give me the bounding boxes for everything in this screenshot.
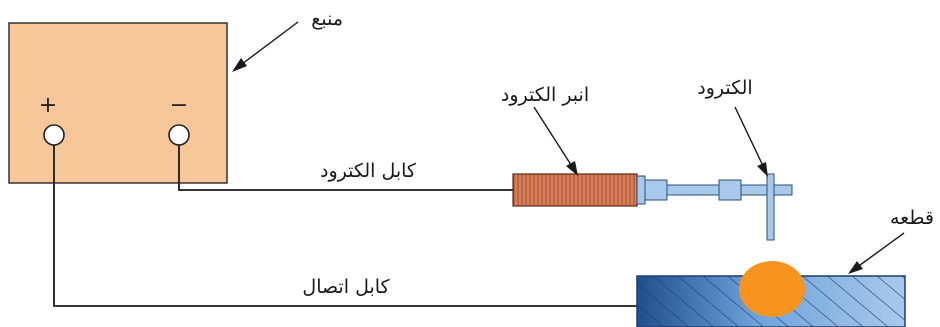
weld-pool [739,261,805,317]
electrode-arrow [734,106,768,177]
electrode-label: الکترود [697,77,752,99]
ground-cable-wire [53,145,637,307]
power-source-box [8,22,228,184]
source-label: منبع [311,8,343,30]
electrode-rod [766,173,775,241]
holder-arrow [533,106,578,176]
electrode-cable-label: کابل الکترود [320,160,417,182]
workpiece-label: قطعه [890,207,934,229]
electrode-holder [512,173,793,207]
positive-terminal [43,124,65,146]
negative-sign: − [170,93,188,118]
positive-sign: + [39,93,57,118]
ground-cable-label: کابل اتصال [302,276,390,298]
negative-terminal [168,124,190,146]
workpiece-arrow [848,232,905,274]
source-arrow [232,21,299,72]
electrode-cable-wire [178,145,513,191]
electrode-holder-label: انبر الکترود [501,84,589,106]
